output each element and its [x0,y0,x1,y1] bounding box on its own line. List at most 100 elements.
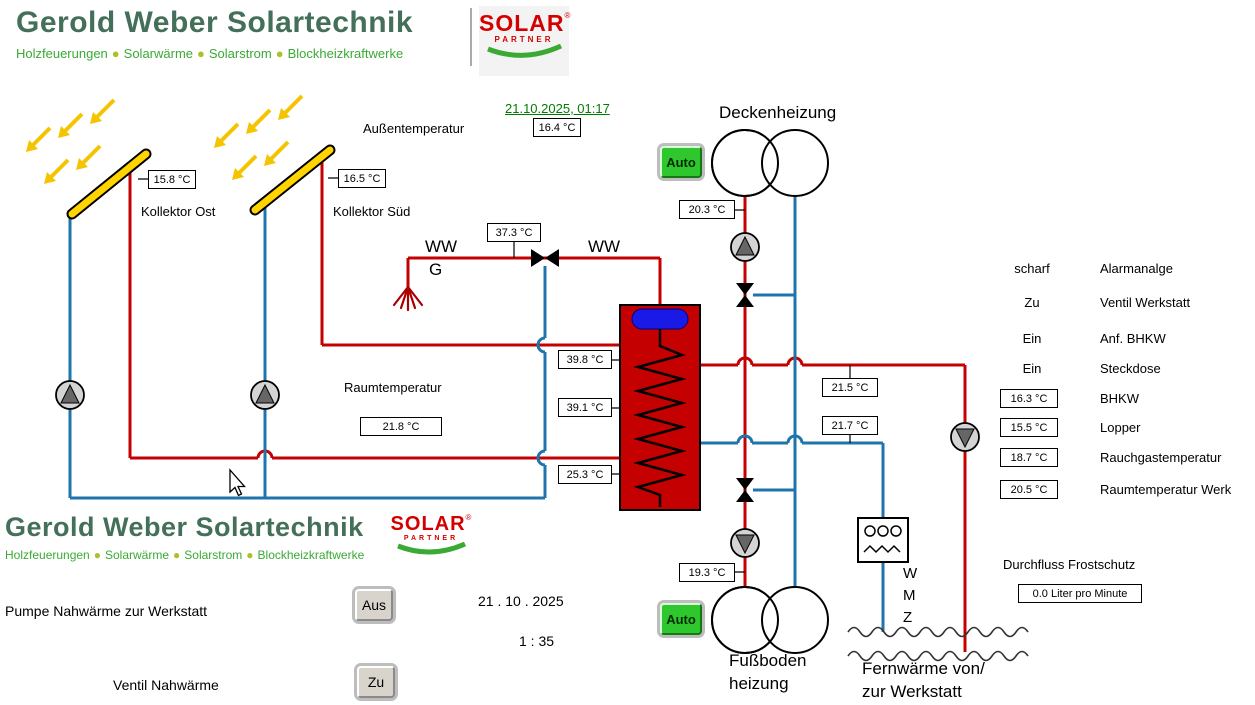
partner-badge-text: PARTNER [494,35,554,44]
temp-floor-supply: 19.3 °C [679,563,735,582]
floor-heating-symbol [711,586,829,654]
collector-sued-panel [249,144,336,216]
floor-auto-button[interactable]: Auto [660,603,702,635]
wmz-letter-w: W [903,565,918,582]
floor-heating-title-1: Fußboden [729,651,807,670]
temp-lopper: 15.5 °C [1000,418,1058,437]
pump-nahwaerme-state-button[interactable]: Aus [355,589,393,621]
floor-mixing-valve [736,478,754,502]
status-label: Alarmanalge [1100,261,1173,276]
floor-heating-title-2: heizung [729,674,789,693]
heat-meter-icon [857,517,909,563]
footer-time: 1 : 35 [519,633,555,649]
bullet-icon: ● [197,46,205,61]
collector-ost-panel [66,148,152,220]
bullet-icon: ● [246,548,254,562]
sun-rays-sued-icon [214,94,304,180]
status-label: Ventil Werkstatt [1100,295,1191,310]
frost-flow-label: Durchfluss Frostschutz [1003,557,1136,572]
remote-pump [950,422,980,452]
temp-collector-sued: 16.5 °C [338,169,386,188]
temp-tank-bottom: 25.3 °C [558,465,612,484]
solar-partner-logo-top: SOLAR® PARTNER [479,6,571,76]
temp-bhkw: 16.3 °C [1000,389,1058,408]
solar-pump-sued [250,380,280,410]
temp-tank-top: 39.8 °C [558,350,612,369]
swoosh-icon [487,43,563,58]
swoosh-icon [397,541,467,555]
ceiling-mixing-valve [736,283,754,307]
sensor-stubs [138,177,851,573]
header-divider [470,8,472,66]
bullet-icon: ● [93,548,101,562]
tagline-item: Holzfeuerungen [5,548,90,562]
sun-rays-ost-icon [26,98,116,184]
ventil-nahwaerme-label: Ventil Nahwärme [113,677,219,693]
temp-rauchgas-label: Rauchgastemperatur [1100,450,1222,465]
status-label: Steckdose [1100,361,1161,376]
bullet-icon: ● [173,548,181,562]
solar-partner-logo-bottom: SOLAR® PARTNER [390,510,472,572]
temp-loop-supply: 21.5 °C [822,378,878,397]
bullet-icon: ● [111,46,120,61]
remote-heat-wavy-lines [847,626,1029,662]
company-logo-top: Gerold Weber Solartechnik [16,6,414,39]
cold-pipes [68,196,885,632]
tagline-item: Blockheizkraftwerke [257,548,365,562]
pump-nahwaerme-label: Pumpe Nahwärme zur Werkstatt [5,603,208,619]
tagline-item: Holzfeuerungen [16,46,108,61]
ww-tap-icon [392,285,424,312]
ww-label-right: WW [588,237,621,256]
status-state: scharf [1014,261,1050,276]
temp-raum-werkstatt-label: Raumtemperatur Werk [1100,482,1232,497]
ceiling-heating-title: Deckenheizung [719,103,837,122]
status-state: Ein [1022,331,1042,346]
tagline-item: Blockheizkraftwerke [287,46,404,61]
temp-lopper-label: Lopper [1100,420,1141,435]
company-tagline-bottom: Holzfeuerungen●Solarwärme●Solarstrom●Blo… [5,548,364,562]
solar-badge-text: SOLAR [479,10,565,36]
temp-ww: 37.3 °C [487,223,541,242]
tagline-item: Solarwärme [104,548,170,562]
wmz-letter-m: M [903,587,916,604]
status-state: Zu [1024,295,1040,310]
ww-label-left: WW [425,237,458,256]
collector-sued-label: Kollektor Süd [333,204,411,219]
ceiling-pump [730,232,760,262]
mouse-cursor [229,468,246,497]
frost-flow-value: 0.0 Liter pro Minute [1018,584,1142,603]
remote-heat-title-1: Fernwärme von/ [862,659,985,678]
tagline-item: Solarwärme [123,46,194,61]
registered-mark: ® [564,11,571,20]
company-logo-bottom: Gerold Weber Solartechnik [5,512,364,542]
ventil-nahwaerme-state-button[interactable]: Zu [357,666,395,698]
wmz-letter-z: Z [903,609,913,626]
footer-date: 21 . 10 . 2025 [478,593,564,609]
ww-mixing-valve [531,249,559,267]
outdoor-temp-value: 16.4 °C [533,118,581,137]
ww-g-label: G [429,260,443,279]
temp-tank-mid: 39.1 °C [558,398,612,417]
temp-loop-return: 21.7 °C [822,416,878,435]
status-label: Anf. BHKW [1100,331,1166,346]
floor-pump [730,528,760,558]
ceiling-auto-button[interactable]: Auto [660,146,702,178]
company-tagline-top: Holzfeuerungen●Solarwärme●Solarstrom●Blo… [16,46,403,61]
remote-heat-title-2: zur Werkstatt [862,682,962,701]
temp-ceiling-supply: 20.3 °C [679,200,735,219]
datetime-display: 21.10.2025, 01:17 [505,101,610,116]
temp-rauchgas: 18.7 °C [1000,448,1058,467]
temp-collector-ost: 15.8 °C [148,170,196,189]
tagline-item: Solarstrom [208,46,272,61]
bullet-icon: ● [275,46,284,61]
collector-ost-label: Kollektor Ost [141,204,216,219]
outdoor-temp-label: Außentemperatur [363,121,465,136]
solar-badge-text: SOLAR [390,513,466,535]
partner-badge-text: PARTNER [403,535,459,542]
tagline-item: Solarstrom [184,548,243,562]
temp-room: 21.8 °C [360,417,442,436]
temp-raum-werkstatt: 20.5 °C [1000,480,1058,499]
temp-bhkw-label: BHKW [1100,391,1139,406]
